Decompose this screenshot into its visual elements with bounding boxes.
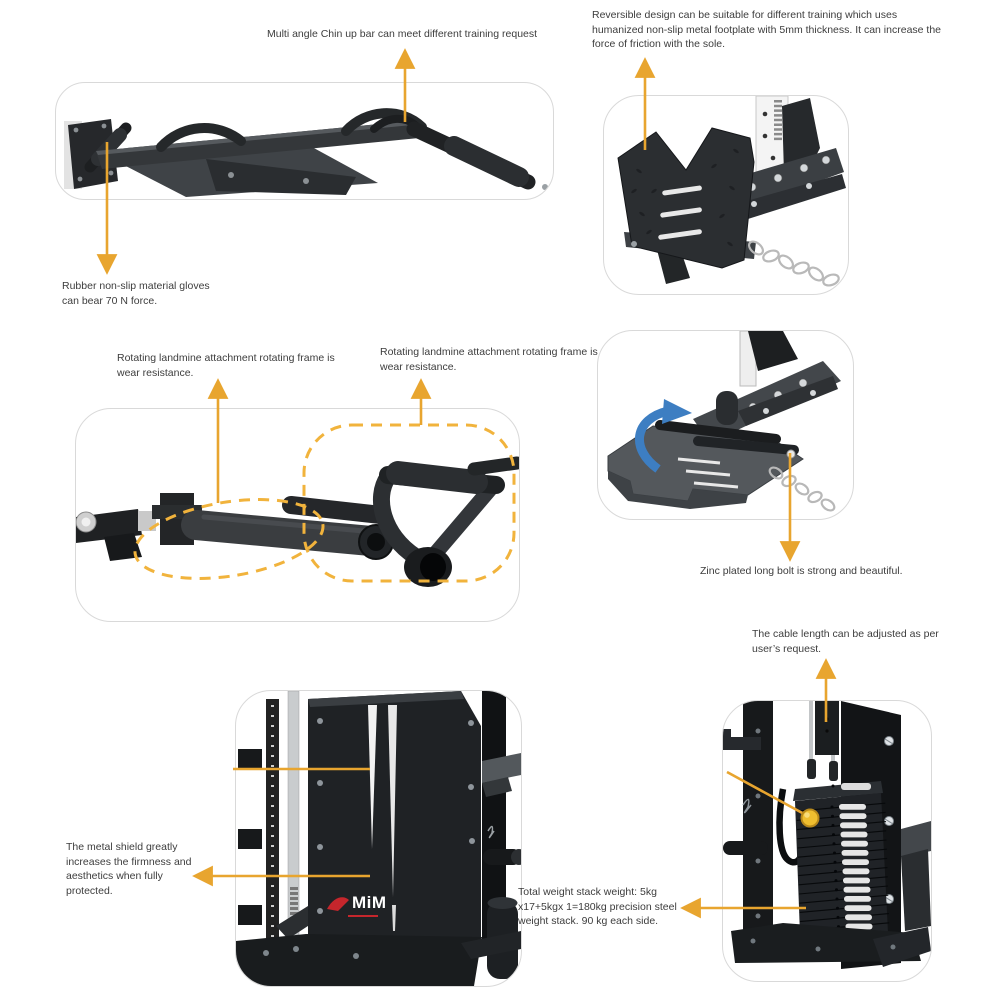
j-hooks [238, 749, 262, 925]
mim-logo-swoosh [327, 897, 349, 911]
chin-up-bar-illustration [64, 108, 548, 197]
panel-chin-up-bar [55, 82, 554, 200]
annotation-weight-stack: Total weight stack weight: 5kg x17+5kgx … [518, 886, 677, 927]
mim-logo-underline [348, 915, 378, 917]
annotation-reversible-footplate: Reversible design can be suitable for di… [592, 9, 942, 50]
panel-landmine-attachment [75, 408, 520, 622]
panel-rotating-footplate [597, 330, 854, 520]
weight-stack-illustration [723, 701, 931, 969]
annotation-zinc-bolt: Zinc plated long bolt is strong and beau… [700, 565, 903, 577]
zinc-bolt-icon [786, 449, 796, 459]
annotation-chin-up-bar: Multi angle Chin up bar can meet differe… [267, 28, 538, 40]
rotation-arrow-icon [635, 406, 670, 473]
wire-hook-icon [487, 825, 495, 839]
annotation-cable-length: The cable length can be adjusted as per … [752, 628, 939, 655]
dashed-highlight-ellipse [133, 498, 325, 580]
shield-machine-illustration [236, 691, 521, 986]
chain-icon [768, 466, 836, 512]
footplate-slots [658, 185, 702, 240]
rotation-arrow-head [662, 399, 692, 424]
landmine-illustration [76, 423, 519, 587]
screw-icons [884, 736, 894, 904]
annotation-metal-shield: The metal shield greatly increases the f… [66, 841, 192, 897]
panel-reversible-footplate [603, 95, 849, 295]
mim-logo: MiM [326, 893, 387, 917]
dashed-highlight-rect [302, 423, 516, 583]
diamond-plate-texture [631, 148, 739, 247]
panel-weight-stack [722, 700, 932, 982]
mim-logo-text: MiM [352, 893, 387, 912]
chain-icon [747, 240, 840, 287]
footplate-illustration [617, 96, 846, 287]
plate-slots [677, 457, 739, 489]
panel-metal-shield: MiM [235, 690, 522, 987]
annotation-landmine-right: Rotating landmine attachment rotating fr… [380, 346, 598, 373]
annotation-rubber-gloves: Rubber non-slip material gloves can bear… [62, 280, 210, 307]
annotation-landmine-left: Rotating landmine attachment rotating fr… [117, 352, 335, 379]
handle-side [373, 468, 425, 566]
rotating-footplate-illustration [607, 331, 841, 512]
